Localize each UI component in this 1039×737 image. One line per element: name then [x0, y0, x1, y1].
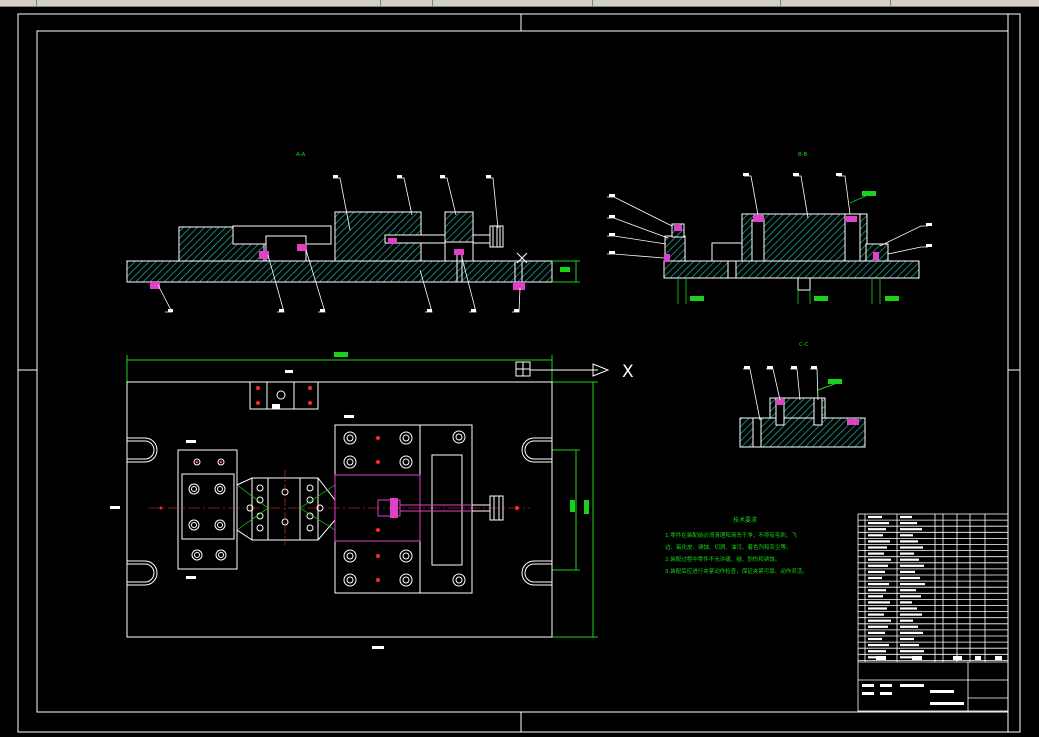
- title-block-marks: [862, 656, 1002, 705]
- notes-line-2: 边、氧化皮、锈蚀、切屑、油污、着色剂和灰尘等。: [665, 543, 792, 551]
- parts-list-cell-mark: [900, 552, 914, 555]
- parts-list-cell-mark: [900, 515, 912, 519]
- cad-toolbar: [0, 0, 1039, 7]
- toolbar-separator: [380, 0, 381, 6]
- axis-label-x: X: [622, 362, 634, 382]
- notes-title: 技术要求: [733, 516, 757, 524]
- parts-list-cell-mark: [900, 619, 913, 622]
- toolbar-separator: [432, 0, 433, 6]
- parts-list-table: [857, 513, 1009, 712]
- parts-list-cell-mark: [900, 631, 923, 634]
- parts-list-cell-mark: [868, 546, 887, 549]
- parts-list-cell-mark: [868, 613, 884, 616]
- parts-list-cell-mark: [900, 644, 919, 647]
- parts-list-cell-mark: [900, 613, 922, 616]
- toolbar-separator: [780, 0, 781, 6]
- parts-list-cell-mark: [868, 637, 882, 641]
- toolbar-separator: [890, 0, 891, 6]
- parts-list-cell-mark: [900, 656, 915, 659]
- parts-list-cell-mark: [868, 552, 884, 555]
- view-plan: X: [110, 352, 634, 649]
- section-label-cc: C-C: [799, 342, 809, 348]
- notes-line-3: 2.装配过程中零件不允许磕、碰、划伤和锈蚀。: [665, 555, 780, 563]
- parts-list-cell-mark: [868, 589, 886, 592]
- view-section-cc: C-C: [739, 342, 866, 448]
- parts-list-cell-mark: [900, 558, 919, 561]
- parts-list-cell-mark: [868, 570, 885, 573]
- view-section-bb: B-B: [607, 152, 932, 304]
- view-section-aa: A-A: [126, 152, 580, 313]
- parts-list-cell-mark: [868, 619, 891, 622]
- sheet-border: [17, 13, 1021, 733]
- parts-list-cell-mark: [900, 589, 916, 592]
- toolbar-separator: [592, 0, 593, 6]
- parts-list-cell-mark: [868, 650, 886, 653]
- parts-list-cell-mark: [868, 576, 882, 580]
- parts-list-cell-mark: [900, 595, 921, 598]
- parts-list-cell-mark: [900, 522, 917, 525]
- notes-line-4: 3.装配后应进行夹紧动作检查，保证夹紧可靠、动作灵活。: [665, 567, 808, 575]
- parts-list-cell-mark: [900, 607, 917, 610]
- parts-list-cell-mark: [868, 522, 889, 525]
- parts-list-cell-mark: [868, 528, 886, 531]
- parts-list-cell-mark: [900, 540, 918, 543]
- parts-list-cell-mark: [868, 595, 883, 598]
- parts-list-cell-mark: [900, 528, 922, 531]
- parts-list-cell-mark: [868, 564, 888, 567]
- parts-list-cell-mark: [868, 540, 890, 543]
- parts-list-cell-mark: [900, 546, 923, 549]
- parts-list-cell-mark: [868, 625, 888, 628]
- parts-list-cell-mark: [900, 570, 915, 573]
- parts-list-cell-mark: [900, 625, 918, 628]
- parts-list-cell-mark: [900, 637, 914, 641]
- notes-line-1: 1.零件在装配前必须清理和清洗干净，不得有毛刺、飞: [665, 531, 797, 539]
- parts-list-cell-mark: [868, 607, 887, 610]
- parts-list-cell-mark: [868, 515, 882, 519]
- parts-list-cell-mark: [868, 534, 883, 537]
- parts-list-cell-mark: [868, 656, 883, 659]
- drawing-canvas[interactable]: A-A: [0, 7, 1039, 737]
- parts-list-cell-mark: [900, 564, 924, 567]
- parts-list-cell-mark: [868, 601, 890, 604]
- vertical-scrollbar[interactable]: [1025, 7, 1039, 737]
- parts-list-cell-mark: [900, 576, 920, 580]
- section-label-bb: B-B: [798, 152, 808, 158]
- parts-list-cell-mark: [900, 583, 925, 586]
- section-label-aa: A-A: [296, 152, 306, 158]
- parts-list-cell-mark: [868, 558, 891, 561]
- parts-list-cell-mark: [900, 601, 912, 604]
- technical-notes: 技术要求 1.零件在装配前必须清理和清洗干净，不得有毛刺、飞 边、氧化皮、锈蚀、…: [665, 516, 808, 575]
- toolbar-separator: [36, 0, 37, 6]
- parts-list-cell-mark: [868, 631, 885, 634]
- parts-list-cell-mark: [868, 644, 889, 647]
- parts-list-cell-mark: [900, 650, 924, 653]
- parts-list-cell-mark: [900, 534, 913, 537]
- parts-list-cell-mark: [868, 583, 889, 586]
